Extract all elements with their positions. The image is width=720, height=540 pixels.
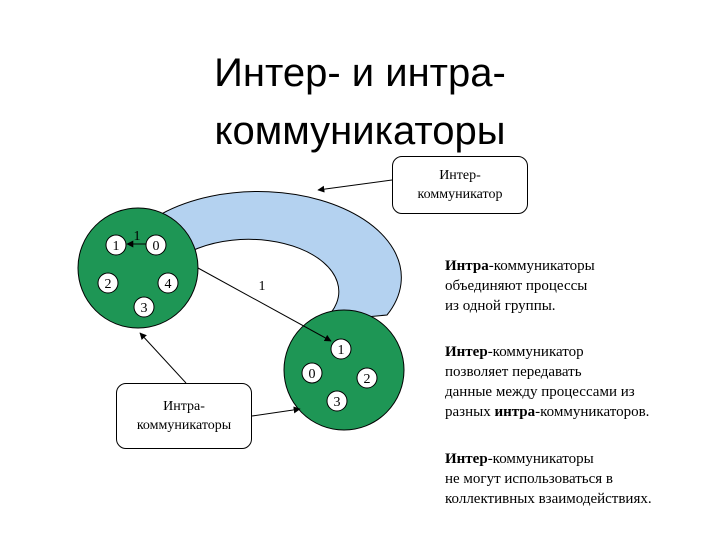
- group-a-process-4-label: 4: [165, 277, 172, 292]
- note-1-line-2: объединяют процессы: [445, 278, 588, 294]
- group-b-process-3-label: 3: [334, 395, 341, 410]
- group-b-process-2: 2: [356, 367, 378, 389]
- note-3-line-3: коллективных взаимодействиях.: [445, 491, 652, 507]
- slide-title: Интер- и интра- коммуникаторы: [0, 44, 720, 160]
- group-a-process-1-label: 1: [113, 239, 120, 254]
- inter-message-label: 1: [259, 279, 266, 294]
- note-2-line-2: позволяет передавать: [445, 364, 582, 380]
- note-3-line-1: -коммуникаторы: [487, 451, 594, 467]
- inter-communicator-callout: Интер- коммуникатор: [392, 156, 528, 214]
- intra-callout-pointer-b: [251, 406, 301, 417]
- intra-callout-line-2: коммуникаторы: [136, 418, 232, 433]
- note-inter-communicator: Интер-коммуникатор позволяет передавать …: [445, 342, 649, 422]
- note-3-line-2: не могут использоваться в: [445, 471, 614, 487]
- group-b-process-0-label: 0: [309, 367, 316, 382]
- group-b-process-3: 3: [326, 390, 348, 412]
- group-a-process-2-label: 2: [105, 277, 112, 292]
- note-2-line-3: данные между процессами из: [445, 384, 635, 400]
- note-intra-communicators: Интра-коммуникаторы объединяют процессы …: [445, 256, 595, 316]
- note-2-line-4-post: -коммуникаторов.: [535, 404, 650, 420]
- note-2-line-1: -коммуникатор: [487, 344, 584, 360]
- note-1-bold: Интра: [445, 258, 489, 274]
- intra-communicators-callout: Интра- коммуникаторы: [116, 383, 252, 449]
- title-line-1: Интер- и интра-: [214, 51, 506, 95]
- inter-message-arrow: [197, 267, 332, 342]
- group-a-process-3-label: 3: [141, 301, 148, 316]
- group-b-process-0: 0: [301, 362, 323, 384]
- note-2-line-4-pre: разных: [445, 404, 495, 420]
- inter-callout-line-1: Интер-: [439, 168, 481, 183]
- group-b-process-1: 1: [330, 338, 352, 360]
- inter-communicator-arc: [128, 191, 402, 322]
- group-b-process-1-label: 1: [338, 343, 345, 358]
- inter-callout-line-2: коммуникатор: [417, 187, 503, 202]
- inter-callout-pointer: [317, 179, 393, 193]
- note-2-bold: Интер: [445, 344, 488, 360]
- note-3-bold: Интер: [445, 451, 488, 467]
- group-b-circle: [283, 309, 405, 431]
- group-b-process-2-label: 2: [364, 372, 371, 387]
- note-1-line-3: из одной группы.: [445, 298, 556, 314]
- note-inter-communicators-collective: Интер-коммуникаторы не могут использоват…: [445, 449, 652, 509]
- group-a-process-1: 1: [105, 234, 127, 256]
- group-a-process-2: 2: [97, 272, 119, 294]
- group-a-process-3: 3: [133, 296, 155, 318]
- intra-callout-pointer-a: [139, 332, 187, 384]
- group-a-process-0: 0: [145, 234, 167, 256]
- note-2-line-4-bold: интра: [494, 404, 536, 420]
- note-1-line-1: -коммуникаторы: [488, 258, 595, 274]
- title-line-2: коммуникаторы: [214, 109, 506, 153]
- intra-callout-line-1: Интра-: [163, 399, 205, 414]
- group-a-process-0-label: 0: [153, 239, 160, 254]
- intra-message-label: 1: [134, 229, 141, 244]
- group-a-process-4: 4: [157, 272, 179, 294]
